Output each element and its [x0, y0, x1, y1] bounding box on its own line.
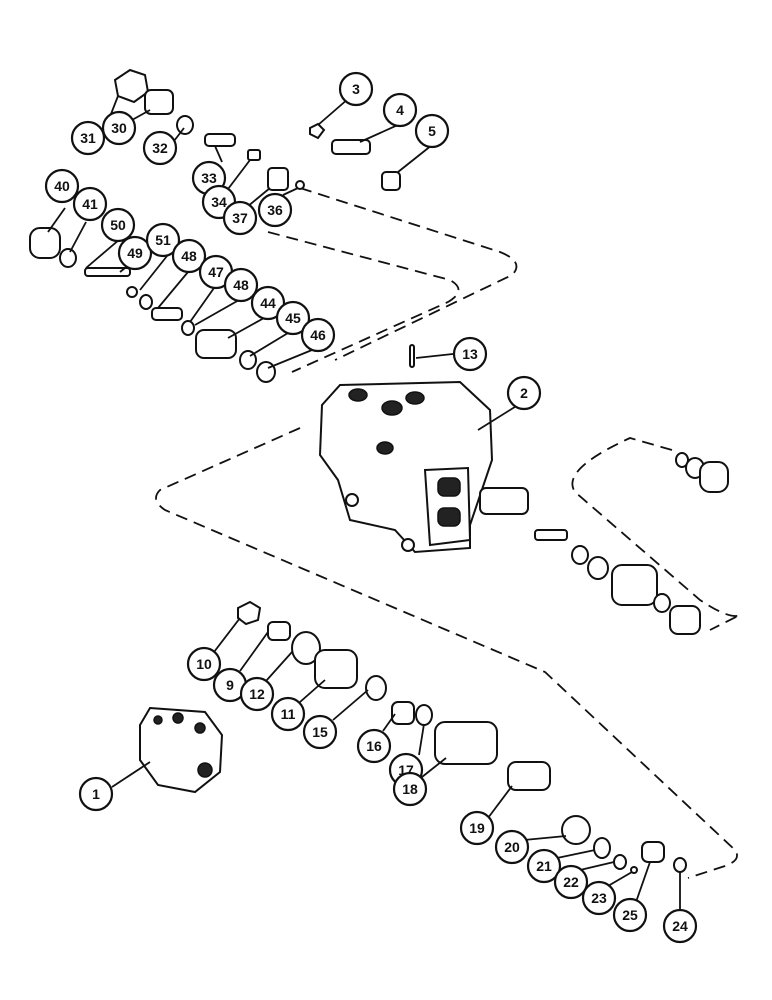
callout-10: 10: [186, 646, 222, 682]
callout-2: 2: [506, 375, 542, 411]
callout-16-label: 16: [366, 738, 382, 754]
callout-23: 23: [581, 880, 617, 916]
callout-10-label: 10: [196, 656, 212, 672]
callout-19: 19: [459, 810, 495, 846]
callout-24-label: 24: [672, 918, 688, 934]
callout-46-label: 46: [310, 327, 326, 343]
callout-46: 46: [300, 317, 336, 353]
callout-30: 30: [101, 110, 137, 146]
callout-12-label: 12: [249, 686, 265, 702]
callout-51-label: 51: [155, 232, 171, 248]
callout-22-label: 22: [563, 874, 579, 890]
callout-32-label: 32: [152, 140, 168, 156]
callout-37-label: 37: [232, 210, 248, 226]
callout-11-label: 11: [281, 706, 296, 722]
callout-16: 16: [356, 728, 392, 764]
upper-parts: [29, 68, 415, 383]
callout-36-label: 36: [267, 202, 283, 218]
callout-48b-label: 48: [233, 277, 249, 293]
callout-44: 44: [250, 285, 286, 321]
callout-15-label: 15: [312, 724, 328, 740]
callout-47: 47: [198, 254, 234, 290]
lower-parts: [237, 600, 687, 874]
callout-30-label: 30: [111, 120, 127, 136]
callout-41-label: 41: [82, 196, 98, 212]
callout-33-label: 33: [201, 170, 217, 186]
callout-45-label: 45: [285, 310, 301, 326]
callouts: 31 30 32 33 34 37 36 3 4 5 40 41 50 49 5…: [44, 71, 698, 944]
callout-5: 5: [414, 113, 450, 149]
callout-50-label: 50: [110, 217, 126, 233]
callout-23-label: 23: [591, 890, 607, 906]
callout-48a-label: 48: [181, 248, 197, 264]
callout-12: 12: [239, 676, 275, 712]
callout-25: 25: [612, 897, 648, 933]
callout-48b: 48: [223, 267, 259, 303]
valve-housing: [318, 380, 494, 554]
callout-49: 49: [117, 235, 153, 271]
callout-3-label: 3: [352, 81, 360, 97]
callout-36: 36: [257, 192, 293, 228]
callout-31: 31: [70, 120, 106, 156]
callout-5-label: 5: [428, 123, 436, 139]
callout-21: 21: [526, 848, 562, 884]
callout-20-label: 20: [504, 839, 520, 855]
callout-1-label: 1: [92, 786, 100, 802]
spool-assembly: [479, 452, 729, 635]
callout-37: 37: [222, 200, 258, 236]
callout-45: 45: [275, 300, 311, 336]
callout-49-label: 49: [127, 245, 143, 261]
callout-31-label: 31: [80, 130, 96, 146]
leader-lines: [47, 91, 681, 910]
callout-40-label: 40: [54, 178, 70, 194]
callout-50: 50: [100, 207, 136, 243]
callout-51: 51: [145, 222, 181, 258]
callout-3: 3: [338, 71, 374, 107]
callout-4: 4: [382, 92, 418, 128]
callout-18: 18: [392, 771, 428, 807]
callout-47-label: 47: [208, 264, 224, 280]
valve-block: [139, 706, 224, 794]
callout-41: 41: [72, 186, 108, 222]
callout-13-label: 13: [462, 346, 478, 362]
callout-22: 22: [553, 864, 589, 900]
callout-25-label: 25: [622, 907, 638, 923]
callout-11: 11: [270, 696, 306, 732]
callout-20: 20: [494, 829, 530, 865]
callout-40: 40: [44, 168, 80, 204]
callout-18-label: 18: [402, 781, 418, 797]
callout-24: 24: [662, 908, 698, 944]
callout-44-label: 44: [260, 295, 276, 311]
callout-4-label: 4: [396, 102, 404, 118]
callout-2-label: 2: [520, 385, 528, 401]
callout-34-label: 34: [211, 194, 227, 210]
callout-32: 32: [142, 130, 178, 166]
callout-21-label: 21: [536, 858, 552, 874]
assembly-routing-lines: [155, 187, 741, 879]
callout-9-label: 9: [226, 677, 234, 693]
callout-48a: 48: [171, 238, 207, 274]
callout-15: 15: [302, 714, 338, 750]
callout-19-label: 19: [469, 820, 485, 836]
callout-13: 13: [452, 336, 488, 372]
callout-1: 1: [78, 776, 114, 812]
